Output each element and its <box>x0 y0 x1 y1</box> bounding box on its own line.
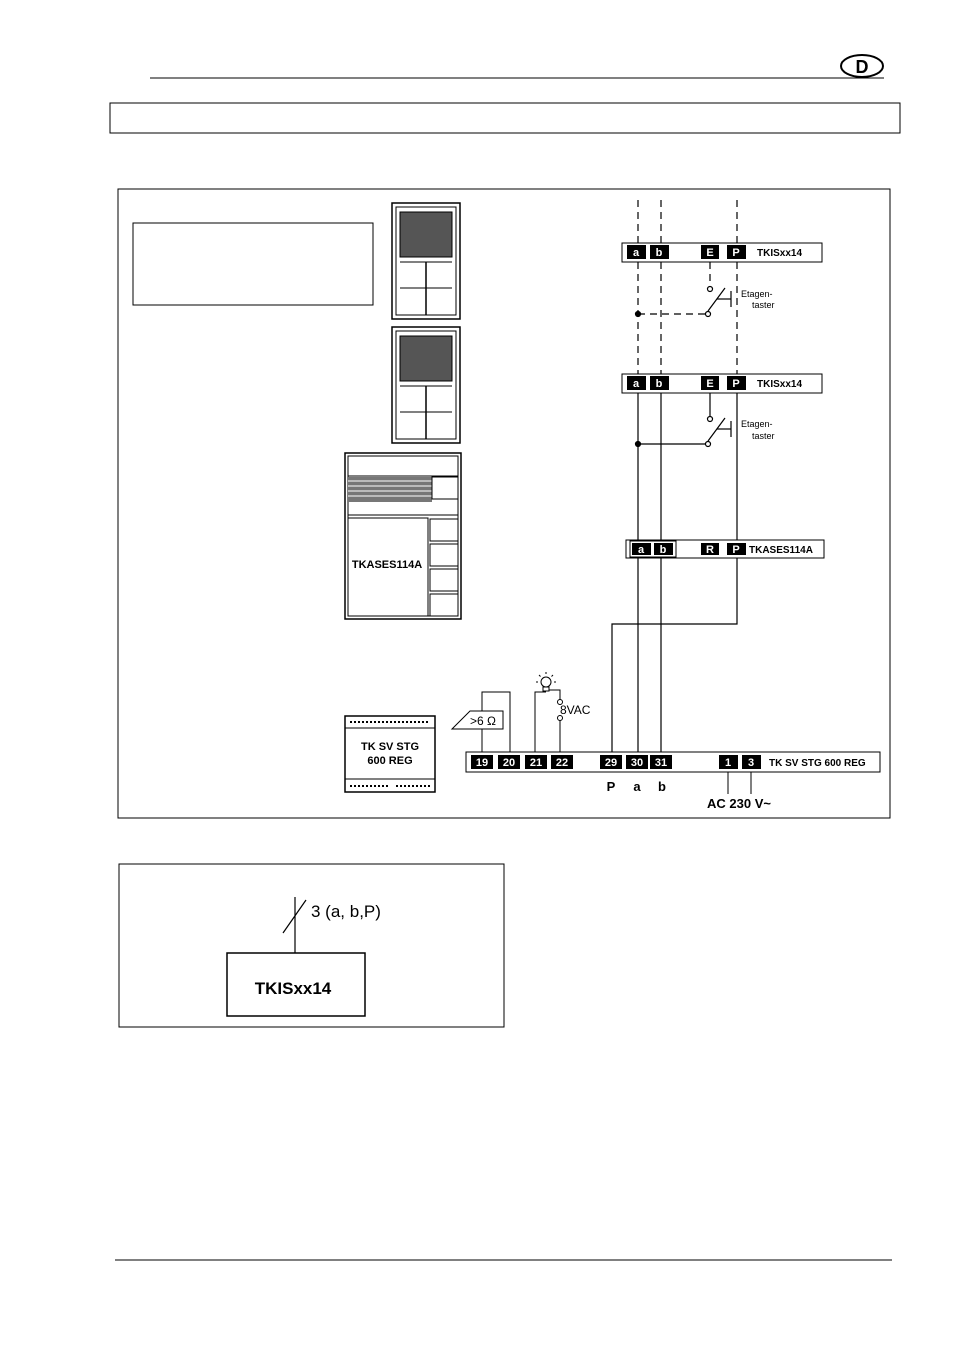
indoor-station-middle <box>391 326 461 444</box>
terminal-29: 29 <box>605 757 617 769</box>
tkis-middle-strip <box>621 373 823 394</box>
outdoor-station-label: TKASES114A <box>352 559 422 571</box>
floor-button-middle-symbol <box>634 415 732 448</box>
tkis-top-terminal-e: E <box>706 247 713 259</box>
terminal-1: 1 <box>725 757 731 769</box>
schematic-wire-count-mark <box>282 899 307 934</box>
power-supply-label-line2: 600 REG <box>367 755 412 767</box>
indoor-station-top <box>391 202 461 320</box>
terminal-31: 31 <box>655 757 667 769</box>
tkases-model: TKASES114A <box>749 545 813 556</box>
resistor-label: >6 Ω <box>470 714 496 728</box>
tkis-top-model: TKISxx14 <box>757 248 802 259</box>
bus-label-p: P <box>607 779 616 794</box>
tkases-terminal-b: b <box>660 544 667 556</box>
power-supply-strip <box>465 751 881 773</box>
schematic-device-box <box>226 952 366 1017</box>
legend-box <box>132 222 374 306</box>
lamp-voltage-label: 8VAC <box>560 703 591 717</box>
tkis-middle-model: TKISxx14 <box>757 379 802 390</box>
power-supply-device <box>344 715 436 793</box>
tkases-terminal-a: a <box>638 544 645 556</box>
outdoor-station <box>344 452 462 620</box>
resistor-symbol <box>450 710 504 730</box>
floor-button-middle-line2: taster <box>752 431 775 441</box>
terminal-3: 3 <box>748 757 754 769</box>
tkis-top-terminal-b: b <box>656 247 663 259</box>
section-title-box <box>109 102 901 134</box>
bus-label-b: b <box>658 779 666 794</box>
terminal-20: 20 <box>503 757 515 769</box>
mains-label: AC 230 V~ <box>707 796 771 811</box>
mains-leads <box>727 772 752 794</box>
floor-button-top-line1: Etagen- <box>741 289 773 299</box>
tkases-strip <box>625 539 825 559</box>
terminal-22: 22 <box>556 757 568 769</box>
bus-label-a: a <box>633 779 641 794</box>
tkases-terminal-p: P <box>732 544 739 556</box>
schematic-device-label: TKISxx14 <box>255 979 332 998</box>
power-supply-model: TK SV STG 600 REG <box>769 758 866 769</box>
bus-wires-solid <box>611 393 738 752</box>
diagram-frame <box>117 188 891 819</box>
lamp-icon <box>536 672 556 692</box>
floor-button-top-symbol <box>634 285 732 318</box>
tkis-middle-terminal-p: P <box>732 378 739 390</box>
bus-wires-dashed <box>637 200 738 374</box>
tkis-middle-terminal-a: a <box>633 378 640 390</box>
terminal-30: 30 <box>631 757 643 769</box>
tkis-top-strip <box>621 242 823 263</box>
country-badge-oval <box>840 54 884 78</box>
floor-button-top-line2: taster <box>752 300 775 310</box>
terminal-19: 19 <box>476 757 488 769</box>
tkis-middle-terminal-b: b <box>656 378 663 390</box>
tkis-middle-terminal-e: E <box>706 378 713 390</box>
schematic-wire-label: 3 (a, b,P) <box>311 902 381 921</box>
lamp-wiring <box>534 689 563 752</box>
country-badge: D <box>856 57 869 77</box>
schematic-frame <box>118 863 505 1028</box>
terminal-21: 21 <box>530 757 542 769</box>
tkis-top-terminal-a: a <box>633 247 640 259</box>
floor-button-middle-line1: Etagen- <box>741 419 773 429</box>
tkases-terminal-r: R <box>706 544 714 556</box>
tkis-top-terminal-p: P <box>732 247 739 259</box>
power-supply-label-line1: TK SV STG <box>361 741 419 753</box>
